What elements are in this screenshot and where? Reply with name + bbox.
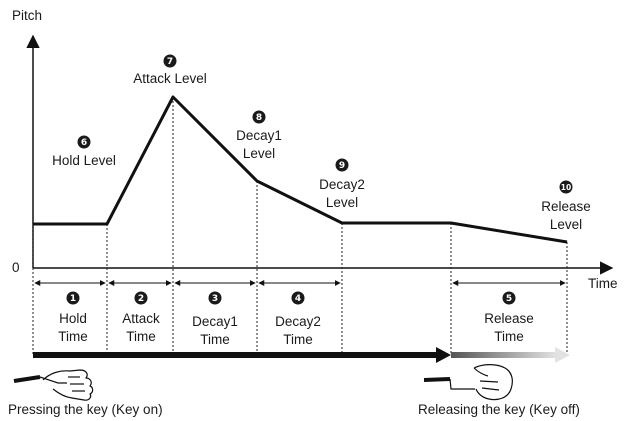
time-text: Decay1 [192, 314, 238, 329]
number-marker [559, 180, 573, 194]
level-text: Level [243, 146, 275, 161]
level-text: Decay2 [319, 177, 365, 192]
time-guides [32, 97, 568, 355]
time-label-hold: 1 Hold Time [58, 291, 88, 344]
time-text: Attack [122, 311, 160, 326]
release-fade-arrowhead [555, 347, 570, 363]
marker-number: 10 [561, 183, 571, 192]
release-fade-bar [451, 352, 556, 358]
level-text: Release [541, 199, 591, 214]
level-text: Attack Level [133, 71, 207, 86]
time-text: Release [484, 311, 534, 326]
key-pressed-icon [13, 375, 67, 384]
level-text: Hold Level [52, 153, 116, 168]
marker-number: 9 [339, 161, 345, 171]
level-text: Decay1 [236, 128, 282, 143]
number-marker [163, 54, 177, 68]
releasing-hand-icon [473, 364, 513, 401]
key-off-caption: Releasing the key (Key off) [418, 402, 580, 417]
key-on-illustration [13, 369, 94, 401]
number-marker [208, 291, 222, 305]
number-marker [66, 291, 80, 305]
pitch-envelope-line [33, 95, 568, 244]
number-marker [134, 291, 148, 305]
level-label-attack: 7 Attack Level [133, 54, 207, 86]
key-held-bar [33, 352, 439, 358]
marker-number: 6 [81, 138, 87, 148]
level-text: Level [550, 217, 582, 232]
time-text: Hold [59, 311, 87, 326]
marker-number: 5 [506, 294, 512, 304]
marker-number: 4 [295, 294, 301, 304]
marker-number: 2 [138, 294, 144, 304]
time-text: Time [58, 329, 88, 344]
level-text: Level [326, 195, 358, 210]
y-axis-label: Pitch [12, 8, 42, 23]
number-marker [291, 291, 305, 305]
marker-number: 3 [212, 294, 218, 304]
pressing-hand-icon [42, 369, 94, 401]
x-axis-label: Time [588, 276, 618, 291]
time-text: Time [126, 329, 156, 344]
time-label-decay1: 3 Decay1 Time [192, 291, 238, 347]
marker-number: 7 [167, 57, 173, 67]
key-on-caption: Pressing the key (Key on) [8, 402, 163, 417]
number-marker [335, 158, 349, 172]
marker-number: 1 [70, 294, 76, 304]
key-off-illustration [423, 364, 513, 401]
level-label-hold: 6 Hold Level [52, 135, 116, 168]
origin-label: 0 [12, 260, 20, 275]
number-marker [252, 110, 266, 124]
number-marker [502, 291, 516, 305]
key-released-icon [423, 377, 475, 390]
time-label-decay2: 4 Decay2 Time [275, 291, 321, 347]
marker-number: 8 [256, 113, 262, 123]
key-held-bar-arrowhead [436, 347, 451, 363]
level-label-release: 10 Release Level [541, 180, 591, 232]
time-text: Time [283, 332, 313, 347]
time-label-attack: 2 Attack Time [122, 291, 160, 344]
number-marker [77, 135, 91, 149]
time-label-release: 5 Release Time [484, 291, 534, 344]
level-label-decay2: 9 Decay2 Level [319, 158, 365, 210]
time-text: Time [200, 332, 230, 347]
time-text: Time [494, 329, 524, 344]
time-text: Decay2 [275, 314, 321, 329]
level-label-decay1: 8 Decay1 Level [236, 110, 282, 161]
